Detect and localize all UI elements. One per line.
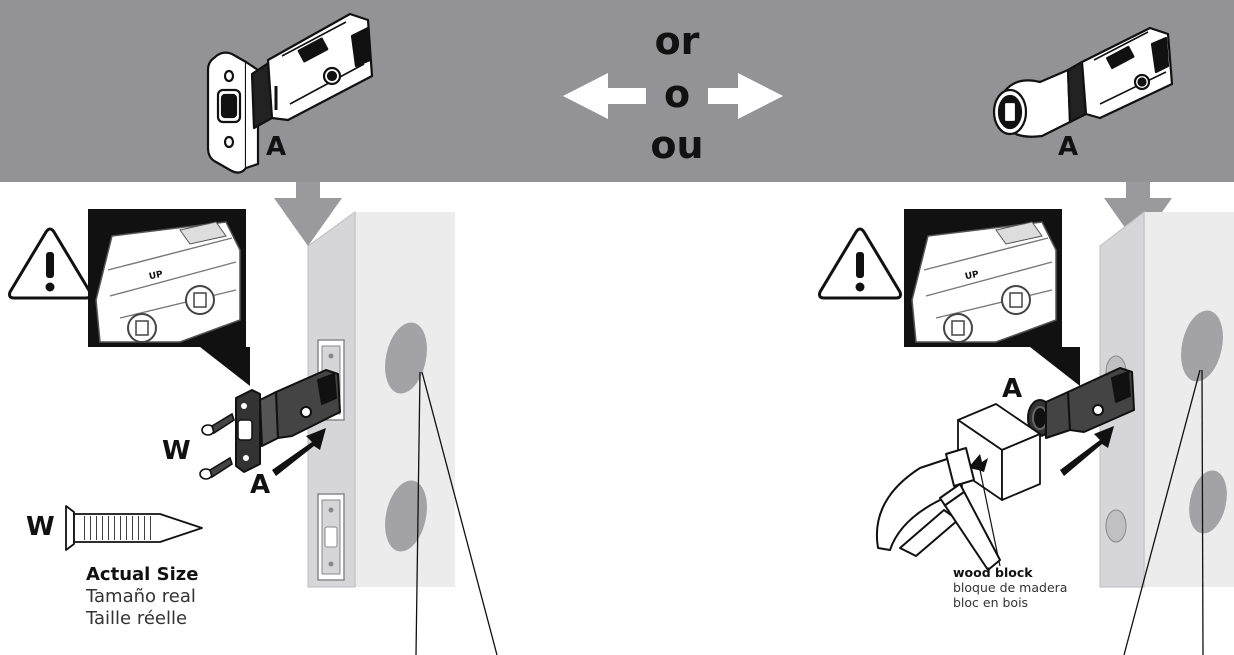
pointer-line [421, 371, 498, 655]
actual-size-es: Tamaño real [86, 586, 196, 607]
part-label-a-installed-right: A [1002, 374, 1023, 404]
push-arrow-icon-right [1060, 426, 1114, 476]
hammer-icon [876, 447, 1001, 571]
pointer-line [1201, 369, 1204, 655]
push-arrow-icon [272, 428, 326, 476]
arrow-left-icon [563, 73, 646, 119]
latch-with-faceplate [206, 12, 374, 174]
part-label-a-installed: A [250, 470, 271, 500]
or-label-en: or [654, 19, 700, 63]
screw-label-w: W [162, 436, 191, 466]
part-label-a: A [266, 132, 287, 162]
arrow-down-icon [274, 182, 342, 246]
screw-bottom [199, 456, 233, 480]
latch-installed-right [1027, 367, 1135, 439]
arrow-down-icon-right [1104, 182, 1172, 246]
arrow-right-icon [708, 73, 783, 119]
or-label-fr: ou [650, 123, 704, 167]
screw-label-w-actual: W [26, 512, 55, 542]
wood-block-es: bloque de madera [953, 580, 1068, 595]
screw-actual-size [65, 505, 203, 551]
latch-installed-left [235, 369, 341, 473]
wood-block-en: wood block [953, 565, 1033, 580]
door-left [307, 211, 455, 588]
warning-icon-right [818, 227, 902, 300]
warning-icon [8, 227, 92, 300]
part-label-a-right: A [1058, 132, 1079, 162]
small-arrow-icon [968, 454, 988, 472]
wood-block-fr: bloc en bois [953, 595, 1029, 610]
drive-in-latch [992, 26, 1174, 138]
screw-top [201, 412, 235, 436]
pointer-line [1123, 369, 1201, 655]
actual-size-fr: Taille réelle [86, 608, 188, 629]
up-detail-callout-right [904, 209, 1080, 386]
up-detail-callout [88, 209, 250, 386]
pointer-line [415, 371, 421, 655]
actual-size-en: Actual Size [86, 564, 199, 585]
wood-block-pointer [979, 469, 1001, 567]
or-label-es: o [663, 72, 691, 116]
